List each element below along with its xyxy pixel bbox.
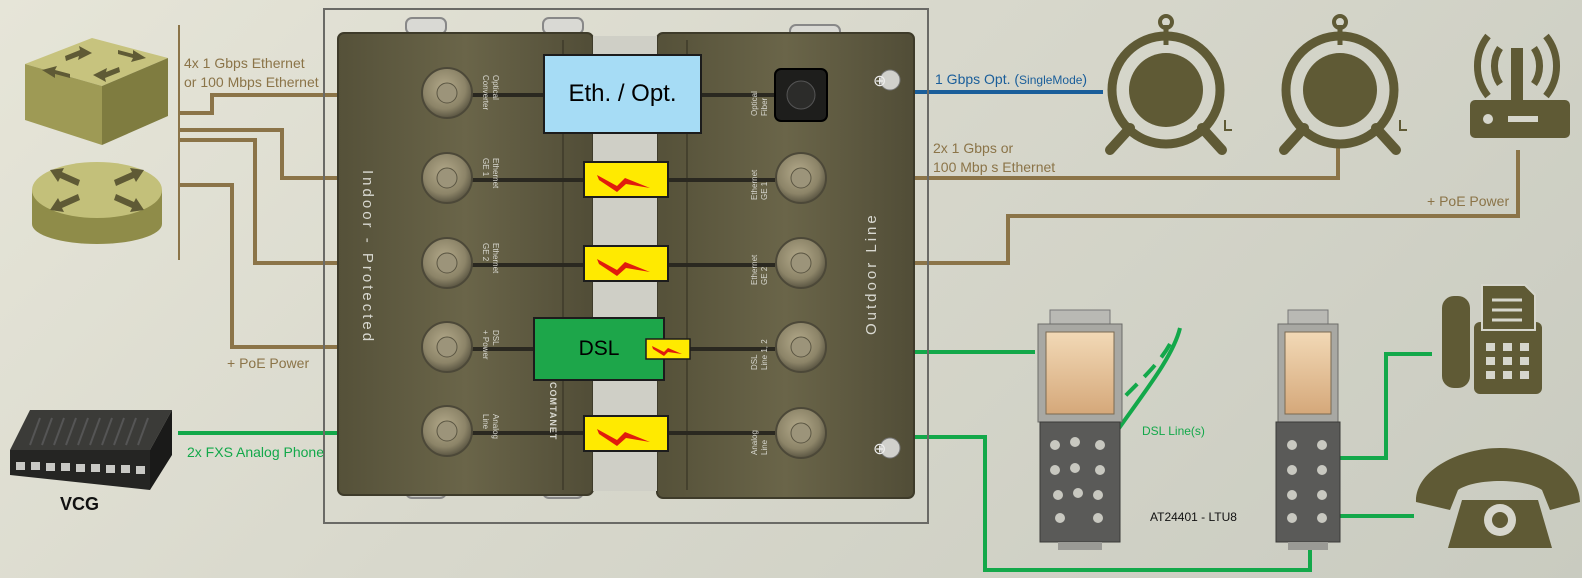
surge-protector-dsl — [645, 338, 691, 360]
fax-machine-icon — [1442, 284, 1542, 394]
fxs-phone-label: 2x FXS Analog Phone — [187, 444, 324, 460]
brown-ethernet-wiring — [178, 25, 1520, 349]
svg-text:⊕: ⊕ — [873, 73, 886, 90]
ethernet-right-label-line2: 100 Mbp s Ethernet — [933, 159, 1056, 175]
telephone-icon — [1415, 448, 1580, 548]
switch-ports-label-line1: 4x 1 Gbps Ethernet — [184, 55, 305, 71]
surge-protector-ge1 — [583, 161, 669, 198]
optical-link-close: ) — [1082, 71, 1088, 87]
right-port-label-analog: Analog Line — [750, 430, 770, 455]
right-port-label-dsl: DSL Line 1, 2 — [750, 339, 770, 370]
ethernet-right-label-line1: 2x 1 Gbps or — [933, 140, 1014, 156]
wifi-access-point-icon — [1470, 33, 1570, 138]
eth-opt-module-label: Eth. / Opt. — [568, 80, 677, 107]
dsl-module — [533, 317, 665, 381]
brand-logo: COMTANET — [548, 382, 558, 441]
radio-antenna-icon-2 — [1279, 14, 1407, 155]
optical-link-label: 1 Gbps Opt. (SingleMode) — [935, 70, 1087, 89]
left-port-label-ge1: Ethernet GE 1 — [480, 158, 500, 189]
vcg-label: VCG — [60, 494, 100, 514]
surge-protector-ge2 — [583, 245, 669, 282]
svg-text:⊕: ⊕ — [873, 441, 886, 458]
terminal-block-label: AT24401 - LTU8 — [1150, 510, 1237, 524]
right-port-label-ge1: Ethernet GE 1 — [750, 169, 770, 200]
dsl-lines-label: DSL Line(s) — [1142, 424, 1205, 438]
right-port-label-ge2: Ethernet GE 2 — [750, 254, 770, 285]
surge-protector-analog — [583, 415, 669, 452]
eth-opt-module — [543, 54, 702, 134]
right-cable-glands: ⊕ ⊕ — [774, 68, 901, 459]
poe-power-label-left: + PoE Power — [227, 355, 310, 371]
poe-power-label-right: + PoE Power — [1427, 193, 1510, 209]
radio-antenna-icon-1 — [1105, 14, 1232, 155]
left-port-label-ge2: Ethernet GE 2 — [480, 243, 500, 274]
dsl-module-label: DSL — [578, 337, 620, 360]
switch-icon — [25, 38, 168, 145]
indoor-side-label: Indoor - Protected — [359, 170, 376, 345]
left-port-label-optical: Optical Converter — [480, 75, 500, 111]
right-port-label-optical: Optical Fiber — [750, 91, 770, 116]
router-icon — [32, 162, 162, 244]
switch-ports-label-line2: or 100 Mbps Ethernet — [184, 74, 319, 90]
left-port-label-dsl: DSL + Power — [480, 330, 500, 360]
lsa-terminal-block-1 — [1037, 309, 1123, 550]
optical-link-mode: SingleMode — [1019, 73, 1083, 87]
outdoor-side-label: Outdoor Line — [863, 212, 880, 335]
left-cable-glands — [421, 67, 473, 457]
lsa-terminal-block-2 — [1275, 309, 1341, 550]
left-port-label-analog: Analog Line — [480, 414, 500, 439]
optical-link-speed: 1 Gbps Opt. ( — [935, 71, 1020, 87]
vcg-gateway-device — [10, 410, 172, 490]
